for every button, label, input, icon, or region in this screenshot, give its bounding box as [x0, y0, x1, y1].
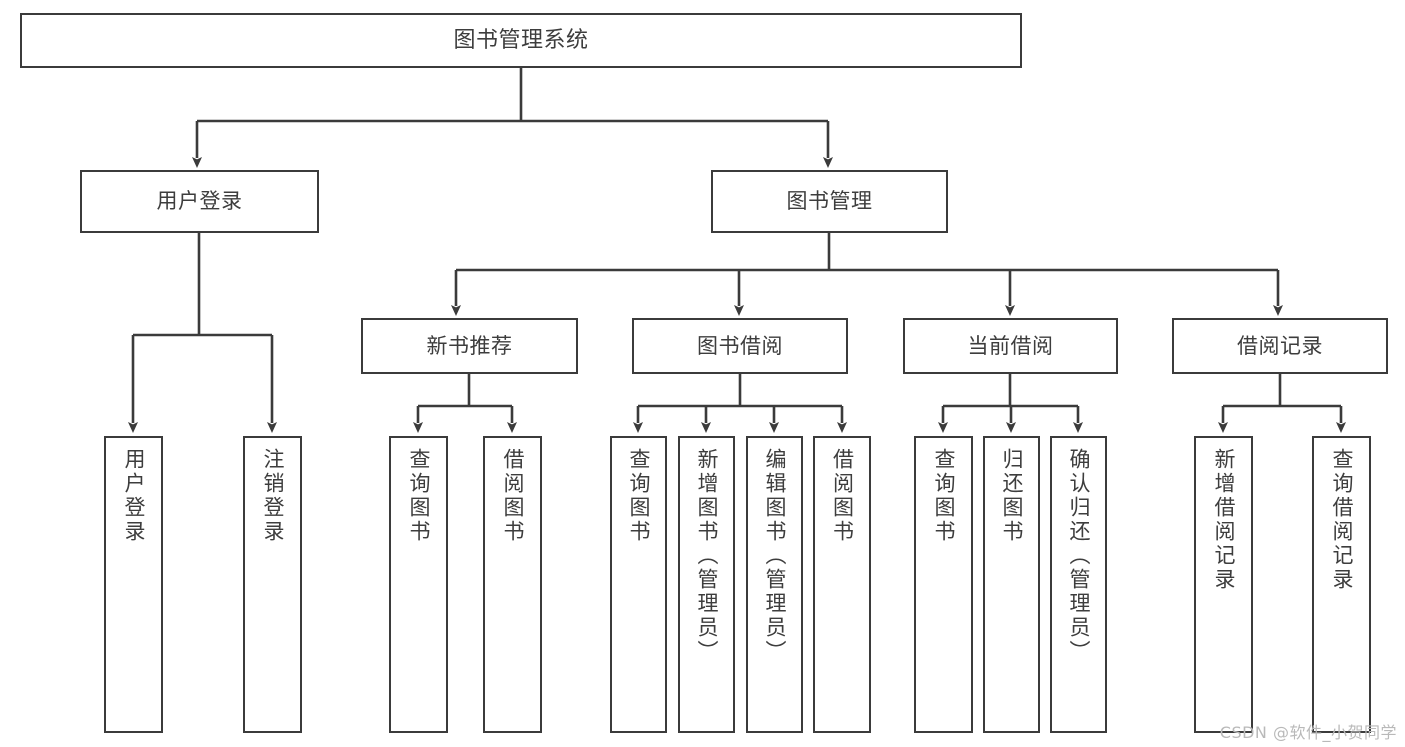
node-label: 图书管理系统: [453, 27, 589, 53]
node-label: 注销登录: [261, 448, 285, 544]
leaf-user-login-signout[interactable]: 注销登录: [243, 436, 302, 733]
node-current-borrow[interactable]: 当前借阅: [903, 318, 1118, 374]
node-label: 图书管理: [786, 189, 873, 214]
node-label: 查询借阅记录: [1330, 448, 1354, 592]
node-label: 归还图书: [1000, 448, 1024, 544]
leaf-borrow-query-book[interactable]: 查询图书: [610, 436, 667, 733]
node-new-book-recommend[interactable]: 新书推荐: [361, 318, 578, 374]
node-label: 借阅图书: [501, 448, 525, 544]
node-label: 查询图书: [627, 448, 651, 544]
leaf-borrow-borrow-book[interactable]: 借阅图书: [813, 436, 871, 733]
node-root-system[interactable]: 图书管理系统: [20, 13, 1022, 68]
leaf-user-login-signin[interactable]: 用户登录: [104, 436, 163, 733]
leaf-record-add-record[interactable]: 新增借阅记录: [1194, 436, 1253, 733]
leaf-current-confirm-return-admin[interactable]: 确认归还（管理员）: [1050, 436, 1107, 733]
leaf-record-query-record[interactable]: 查询借阅记录: [1312, 436, 1371, 733]
node-label: 借阅图书: [830, 448, 855, 544]
node-user-login[interactable]: 用户登录: [80, 170, 319, 233]
watermark: CSDN @软件_小贺同学: [1219, 723, 1397, 742]
node-borrow-record[interactable]: 借阅记录: [1172, 318, 1388, 374]
node-label: 用户登录: [122, 448, 146, 544]
leaf-borrow-edit-book-admin[interactable]: 编辑图书（管理员）: [746, 436, 803, 733]
node-label: 借阅记录: [1237, 333, 1323, 358]
leaf-current-return-book[interactable]: 归还图书: [983, 436, 1040, 733]
leaf-recommend-borrow-book[interactable]: 借阅图书: [483, 436, 542, 733]
leaf-recommend-query-book[interactable]: 查询图书: [389, 436, 448, 733]
node-label: 新增图书（管理员）: [695, 448, 719, 664]
node-label: 确认归还（管理员）: [1067, 448, 1091, 664]
node-label: 图书借阅: [697, 333, 783, 358]
node-book-management[interactable]: 图书管理: [711, 170, 948, 233]
node-label: 编辑图书（管理员）: [763, 448, 787, 664]
leaf-current-query-book[interactable]: 查询图书: [914, 436, 973, 733]
node-label: 新增借阅记录: [1212, 448, 1236, 592]
node-label: 查询图书: [407, 448, 431, 544]
leaf-borrow-add-book-admin[interactable]: 新增图书（管理员）: [678, 436, 735, 733]
node-label: 用户登录: [156, 189, 243, 214]
node-label: 查询图书: [932, 448, 956, 544]
node-label: 当前借阅: [967, 333, 1054, 358]
node-book-borrow[interactable]: 图书借阅: [632, 318, 848, 374]
node-label: 新书推荐: [426, 333, 513, 358]
